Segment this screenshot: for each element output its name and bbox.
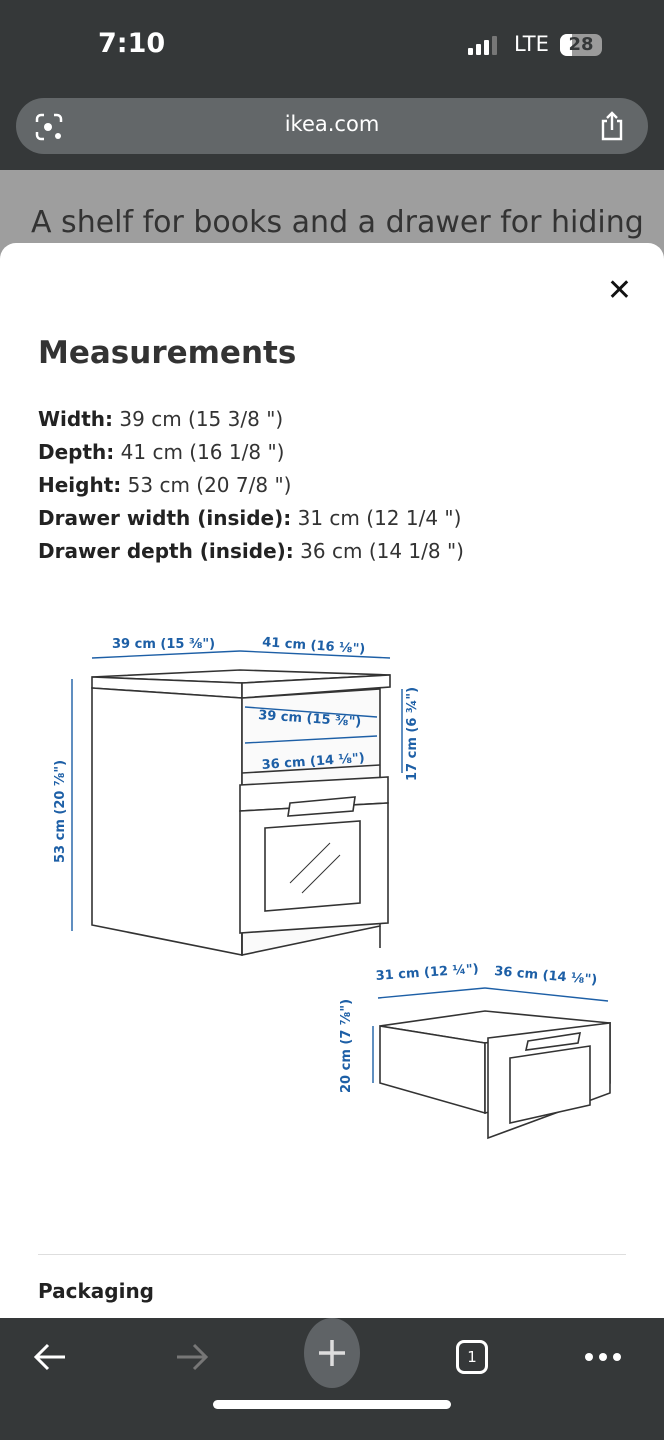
spec-value: 31 cm (12 1/4 ") xyxy=(297,506,462,530)
address-bar[interactable]: ikea.com xyxy=(16,98,648,154)
spec-drawer-depth: Drawer depth (inside): 36 cm (14 1/8 ") xyxy=(38,535,464,568)
spec-value: 41 cm (16 1/8 ") xyxy=(120,440,285,464)
status-time: 7:10 xyxy=(98,28,166,59)
spec-label: Height: xyxy=(38,473,122,497)
width-label: 39 cm (15 ⅜") xyxy=(112,637,215,652)
spec-value: 36 cm (14 1/8 ") xyxy=(300,539,464,563)
drawer-height-label: 20 cm (7 ⅞") xyxy=(339,999,354,1093)
measurement-diagram: 39 cm (15 ⅜") 41 cm (16 ⅛") 39 cm (15 ⅜"… xyxy=(53,635,611,1140)
forward-button[interactable] xyxy=(170,1332,214,1382)
spec-width: Width: 39 cm (15 3/8 ") xyxy=(38,403,464,436)
drawer-drawing xyxy=(379,1010,611,1140)
home-indicator xyxy=(213,1400,451,1409)
more-button[interactable] xyxy=(580,1332,626,1382)
battery-icon: 28 xyxy=(560,34,602,56)
tab-count-icon: 1 xyxy=(456,1340,488,1374)
spec-label: Depth: xyxy=(38,440,115,464)
spec-height: Height: 53 cm (20 7/8 ") xyxy=(38,469,464,502)
nightstand-drawing xyxy=(91,669,391,956)
bottom-toolbar: 1 xyxy=(0,1318,664,1440)
tabs-button[interactable]: 1 xyxy=(452,1332,492,1382)
back-icon xyxy=(33,1343,65,1371)
spec-label: Width: xyxy=(38,407,114,431)
height-label: 53 cm (20 ⅞") xyxy=(53,760,68,863)
packaging-heading: Packaging xyxy=(38,1279,154,1303)
share-icon[interactable] xyxy=(598,110,626,142)
spec-value: 53 cm (20 7/8 ") xyxy=(127,473,292,497)
depth-label: 41 cm (16 ⅛") xyxy=(262,635,366,657)
spec-label: Drawer depth (inside): xyxy=(38,539,294,563)
back-button[interactable] xyxy=(28,1332,72,1382)
spec-value: 39 cm (15 3/8 ") xyxy=(119,407,284,431)
spec-list: Width: 39 cm (15 3/8 ") Depth: 41 cm (16… xyxy=(38,403,464,568)
new-tab-button[interactable] xyxy=(304,1318,360,1388)
close-icon[interactable]: ✕ xyxy=(606,273,632,308)
google-lens-icon[interactable] xyxy=(34,112,64,142)
tab-count: 1 xyxy=(467,1348,477,1366)
signal-icon xyxy=(468,36,497,55)
shelf-width-label: 39 cm (15 ⅜") xyxy=(258,708,362,730)
spec-drawer-width: Drawer width (inside): 31 cm (12 1/4 ") xyxy=(38,502,464,535)
shelf-depth-label: 36 cm (14 ⅛") xyxy=(261,751,365,773)
spec-label: Drawer width (inside): xyxy=(38,506,292,530)
browser-chrome: 7:10 LTE 28 ikea.com xyxy=(0,0,664,170)
shelf-height-label: 17 cm (6 ¾") xyxy=(405,687,420,781)
network-type: LTE xyxy=(514,32,549,56)
section-divider xyxy=(38,1254,626,1255)
measurements-sheet: ✕ Measurements Width: 39 cm (15 3/8 ") D… xyxy=(0,243,664,1343)
drawer-depth-label: 36 cm (14 ⅛") xyxy=(494,964,598,988)
dimension-lines xyxy=(71,650,609,1083)
plus-icon xyxy=(319,1340,345,1366)
spec-depth: Depth: 41 cm (16 1/8 ") xyxy=(38,436,464,469)
background-page-text: A shelf for books and a drawer for hidin… xyxy=(31,205,644,240)
drawer-width-label: 31 cm (12 ¼") xyxy=(375,962,479,984)
url-text[interactable]: ikea.com xyxy=(284,112,380,136)
forward-icon xyxy=(177,1343,209,1371)
battery-level: 28 xyxy=(568,34,594,55)
more-icon xyxy=(585,1353,621,1361)
sheet-title: Measurements xyxy=(38,335,297,371)
